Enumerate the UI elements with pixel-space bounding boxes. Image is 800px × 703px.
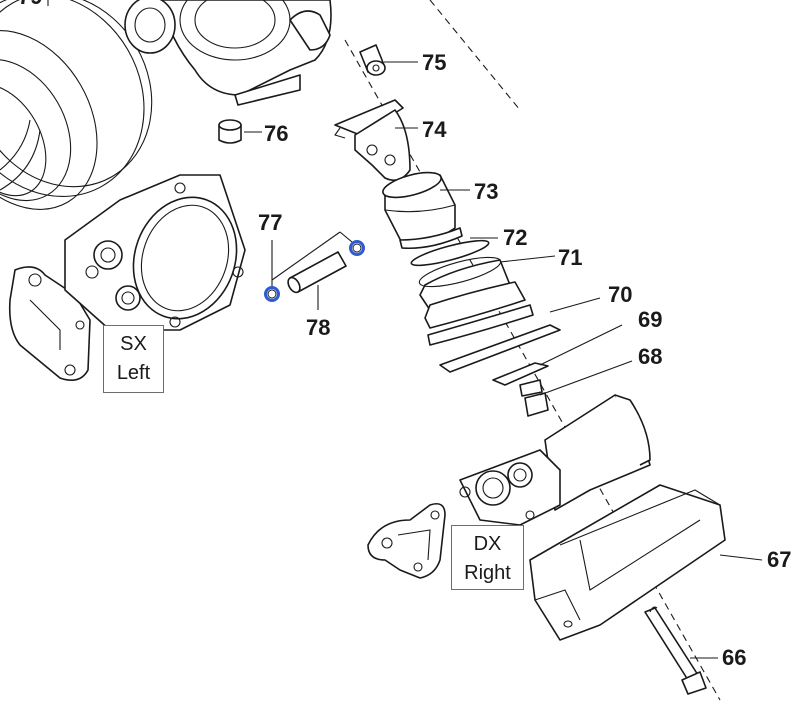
callout-75: 75 xyxy=(422,50,446,75)
callout-76: 76 xyxy=(264,121,288,146)
right-side-label-box: DX Right xyxy=(451,525,524,590)
part-77-retaining-ring-right xyxy=(349,240,365,256)
callout-71: 71 xyxy=(558,245,582,270)
left-housing-plate xyxy=(64,174,246,331)
callout-69: 69 xyxy=(638,307,662,332)
right-side-text: Right xyxy=(464,562,511,584)
leader-lines xyxy=(47,0,763,659)
part-71-valve-body xyxy=(418,256,534,346)
part-69-seal xyxy=(492,362,549,386)
callout-73: 73 xyxy=(474,179,498,204)
callout-77: 77 xyxy=(258,210,282,235)
part-66-screw xyxy=(644,606,707,695)
callout-74: 74 xyxy=(422,117,447,142)
part-76-plug xyxy=(218,119,242,144)
part-72-o-ring xyxy=(410,239,490,267)
left-side-label-box: SX Left xyxy=(103,325,164,393)
main-handle-housing xyxy=(459,394,651,526)
part-74-trigger xyxy=(334,99,411,181)
callout-79: 79 xyxy=(18,0,42,9)
left-side-text: Left xyxy=(116,362,151,384)
right-side-cover xyxy=(367,502,446,579)
callout-numbers: 75 76 74 73 72 71 70 69 68 67 66 77 78 7… xyxy=(18,0,791,670)
callout-68: 68 xyxy=(638,344,662,369)
part-70-gasket xyxy=(439,324,561,373)
part-77-retaining-ring-left xyxy=(264,286,280,302)
callout-67: 67 xyxy=(767,547,791,572)
callout-66: 66 xyxy=(722,645,746,670)
callout-70: 70 xyxy=(608,282,632,307)
callout-78: 78 xyxy=(306,315,330,340)
part-78-pin xyxy=(287,251,347,294)
right-side-code: DX xyxy=(473,533,502,555)
motor-housing-top xyxy=(124,0,332,106)
callout-72: 72 xyxy=(503,225,527,250)
part-73-valve xyxy=(382,171,463,250)
part-68-pin xyxy=(519,379,549,417)
part-75-bushing xyxy=(359,44,386,76)
part-67-bottom-plate xyxy=(529,484,726,641)
left-side-code: SX xyxy=(120,333,147,355)
